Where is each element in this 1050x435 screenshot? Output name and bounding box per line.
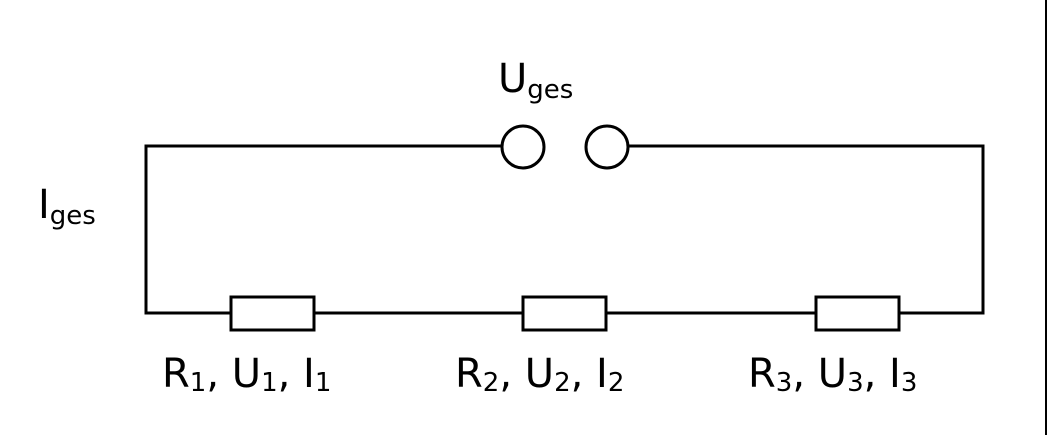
resistor-1-i: I <box>303 351 315 397</box>
supply-voltage-main: U <box>498 56 527 102</box>
resistor-2-i: I <box>596 351 608 397</box>
resistor-2-r-sub: 2 <box>483 368 500 398</box>
resistor-2-label: R2, U2, I2 <box>455 351 624 398</box>
resistor-3-r-sub: 3 <box>776 368 793 398</box>
resistor-2-u-sub: 2 <box>554 368 571 398</box>
resistor-3-sep2: , <box>864 351 889 397</box>
resistor-3-i-sub: 3 <box>901 368 918 398</box>
resistor-1-sep1: , <box>206 351 231 397</box>
resistor-3-symbol <box>814 295 901 332</box>
terminal-right-icon <box>584 124 630 170</box>
resistor-1-i-sub: 1 <box>315 368 332 398</box>
resistor-1-symbol <box>229 295 316 332</box>
circuit-wires <box>144 144 985 315</box>
resistor-2-symbol <box>521 295 608 332</box>
resistor-1-sep2: , <box>278 351 303 397</box>
resistor-3-r: R <box>748 351 776 397</box>
terminal-left-icon <box>500 124 546 170</box>
resistor-1-u: U <box>232 351 261 397</box>
supply-voltage-sub: ges <box>527 75 573 105</box>
resistor-2-r: R <box>455 351 483 397</box>
resistor-1-label: R1, U1, I1 <box>162 351 331 398</box>
wire-top-right <box>628 144 985 315</box>
resistor-3-u: U <box>818 351 847 397</box>
total-current-main: I <box>38 182 50 228</box>
resistor-1-r: R <box>162 351 190 397</box>
resistor-3-label: R3, U3, I3 <box>748 351 917 398</box>
resistor-2-sep2: , <box>571 351 596 397</box>
resistor-3-sep1: , <box>792 351 817 397</box>
resistor-1-r-sub: 1 <box>190 368 207 398</box>
total-current-label: Iges <box>38 182 96 231</box>
resistor-3-u-sub: 3 <box>847 368 864 398</box>
resistor-2-sep1: , <box>499 351 524 397</box>
resistor-1-u-sub: 1 <box>261 368 278 398</box>
wire-top-left <box>144 144 502 315</box>
total-current-sub: ges <box>50 201 96 231</box>
resistor-3-i: I <box>889 351 901 397</box>
resistor-2-u: U <box>525 351 554 397</box>
resistor-2-i-sub: 2 <box>608 368 625 398</box>
supply-voltage-label: Uges <box>498 56 573 105</box>
